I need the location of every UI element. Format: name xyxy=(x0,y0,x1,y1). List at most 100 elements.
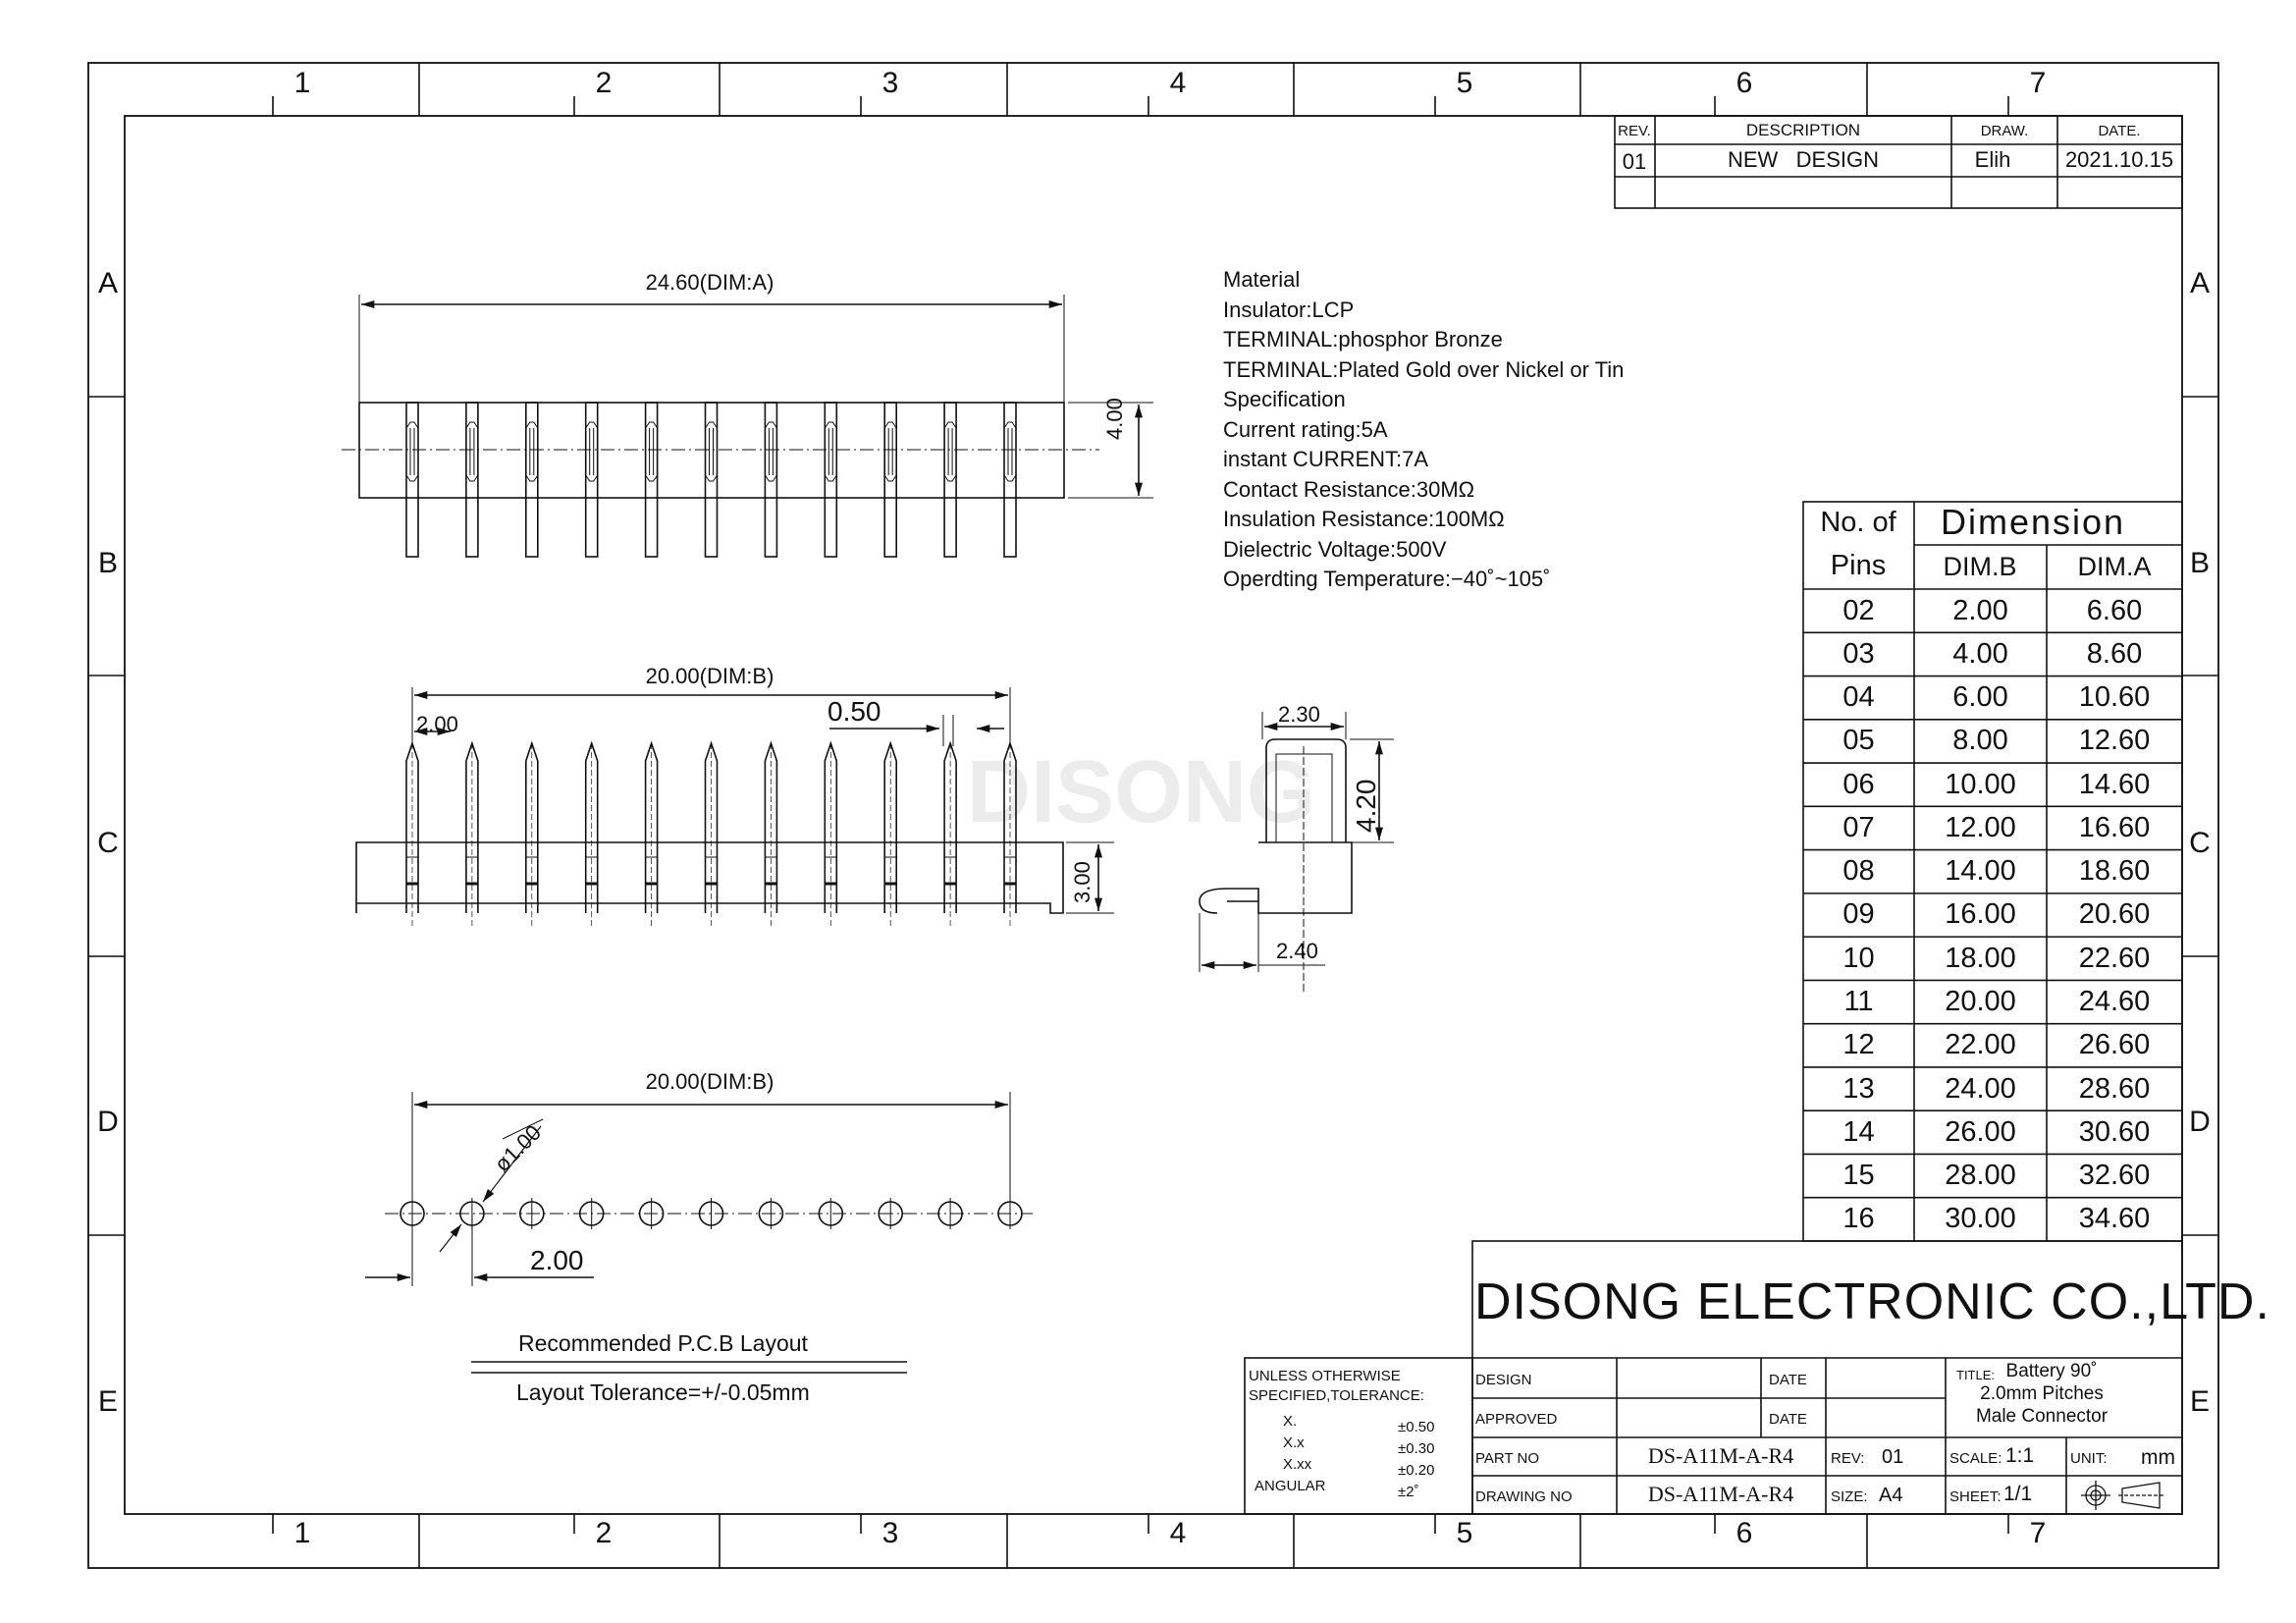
zone-column-label: 4 xyxy=(1169,1517,1187,1549)
pin-count-cell: 06 xyxy=(1842,768,1875,800)
table-row: 16 30.00 34.60 xyxy=(1803,1198,2182,1241)
revision-block xyxy=(1614,115,2183,209)
pin-count-cell: 14 xyxy=(1842,1115,1875,1148)
pin-count-cell: 03 xyxy=(1842,637,1875,670)
projection-symbol-icon xyxy=(2081,1481,2163,1510)
pcb-pitch-label: 2.00 xyxy=(530,1245,584,1275)
pin-count-cell: 13 xyxy=(1842,1072,1875,1105)
zone-column-label: 4 xyxy=(1169,67,1187,99)
dim-a-cell: 16.60 xyxy=(2078,811,2151,843)
dim-a-cell: 20.60 xyxy=(2078,898,2151,931)
zone-row-label: E xyxy=(2189,1385,2211,1418)
dim-a-cell: 32.60 xyxy=(2078,1160,2151,1192)
spec-line: instant CURRENT:7A xyxy=(1223,447,1429,471)
dim-a-cell: 10.60 xyxy=(2078,681,2151,714)
spec-line: Dielectric Voltage:500V xyxy=(1223,536,1447,562)
tolerance-title-1: UNLESS OTHERWISE xyxy=(1249,1368,1401,1384)
date-value: 2021.10.15 xyxy=(2064,147,2174,172)
zone-row-label: B xyxy=(97,547,119,579)
dim-a-cell: 18.60 xyxy=(2078,855,2151,888)
pcb-layout-title: Recommended P.C.B Layout xyxy=(518,1330,808,1356)
zone-row-label: A xyxy=(2189,267,2211,299)
pin-contact xyxy=(525,421,539,482)
zone-row-label: E xyxy=(97,1385,119,1418)
spec-line: TERMINAL:phosphor Bronze xyxy=(1223,327,1503,352)
date-header: DATE. xyxy=(2098,123,2141,139)
front-height-label: 3.00 xyxy=(1070,861,1095,903)
draw-value: Elih xyxy=(1974,147,2011,172)
pin-top xyxy=(584,402,599,558)
pin-contact xyxy=(645,421,659,482)
tolerance-title-2: SPECIFIED,TOLERANCE: xyxy=(1249,1387,1424,1404)
zone-column-label: 3 xyxy=(881,67,899,99)
dim-a-cell: 22.60 xyxy=(2078,942,2151,974)
tolerance-type: ANGULAR xyxy=(1255,1478,1326,1494)
dim-a-cell: 6.60 xyxy=(2086,594,2143,626)
zone-column-label: 5 xyxy=(1456,67,1473,99)
zone-column-label: 2 xyxy=(595,67,613,99)
description-value: NEW DESIGN xyxy=(1727,147,1880,172)
pin-count-cell: 16 xyxy=(1842,1203,1875,1235)
pin-contact xyxy=(764,421,777,482)
spec-line: Insulator:LCP xyxy=(1223,297,1355,322)
pin-count-cell: 15 xyxy=(1842,1160,1875,1192)
title-label: TITLE: xyxy=(1956,1368,1996,1382)
side-offset-label: 2.40 xyxy=(1276,939,1318,963)
zone-row-label: A xyxy=(97,267,119,299)
dimension-table-grid xyxy=(1802,501,2183,1242)
description-header: DESCRIPTION xyxy=(1745,121,1861,139)
zone-row-label: C xyxy=(2189,827,2211,859)
dim-a-cell: 34.60 xyxy=(2078,1203,2151,1235)
zone-column-label: 7 xyxy=(2029,67,2047,99)
dim-b-cell: 20.00 xyxy=(1945,986,2016,1018)
zone-row-label: D xyxy=(2189,1106,2211,1138)
pin-count-cell: 04 xyxy=(1842,681,1875,714)
spec-line: Contact Resistance:30MΩ xyxy=(1223,476,1475,502)
zone-column-label: 5 xyxy=(1456,1517,1473,1549)
pin-count-cell: 12 xyxy=(1842,1029,1875,1061)
table-header-dimension: Dimension xyxy=(1940,502,2126,542)
dim-b-cell: 18.00 xyxy=(1945,942,2016,974)
tolerance-value: ±0.50 xyxy=(1398,1419,1435,1435)
pin-top xyxy=(824,402,838,558)
zone-column-label: 1 xyxy=(294,67,311,99)
rev-header: REV. xyxy=(1618,123,1651,139)
pin-count-cell: 11 xyxy=(1843,986,1874,1018)
table-header-no-of: No. of xyxy=(1820,507,1896,538)
approved-date-label: DATE xyxy=(1769,1411,1807,1428)
zone-row-label: C xyxy=(97,827,119,859)
pin-contact xyxy=(705,421,718,482)
pcb-layout xyxy=(365,1092,1033,1374)
pin-top xyxy=(465,402,479,558)
dim-b-cell: 26.00 xyxy=(1945,1115,2016,1148)
part-no-label: PART NO xyxy=(1475,1450,1540,1467)
tolerance-value: ±0.20 xyxy=(1398,1462,1435,1479)
pin-top xyxy=(764,402,778,558)
dim-a-cell: 8.60 xyxy=(2086,637,2143,670)
unit-value: mm xyxy=(2141,1446,2175,1469)
zone-column-label: 1 xyxy=(294,1517,311,1549)
spec-line: Current rating:5A xyxy=(1223,416,1388,442)
pin-contact xyxy=(465,421,479,482)
dim-b-cell: 30.00 xyxy=(1945,1203,2016,1235)
tolerance-type: X. xyxy=(1283,1413,1298,1430)
table-header-pins: Pins xyxy=(1830,550,1887,581)
spec-line: Insulation Resistance:100MΩ xyxy=(1223,507,1505,531)
pin-top xyxy=(1003,402,1017,558)
pin-top xyxy=(943,402,957,558)
sheet-label: SHEET: xyxy=(1949,1488,2002,1505)
pin-contact xyxy=(883,421,897,482)
company-name: DISONG ELECTRONIC CO.,LTD. xyxy=(1474,1273,2270,1330)
spec-line: TERMINAL:Plated Gold over Nickel or Tin xyxy=(1223,356,1625,382)
zone-column-label: 6 xyxy=(1735,67,1753,99)
